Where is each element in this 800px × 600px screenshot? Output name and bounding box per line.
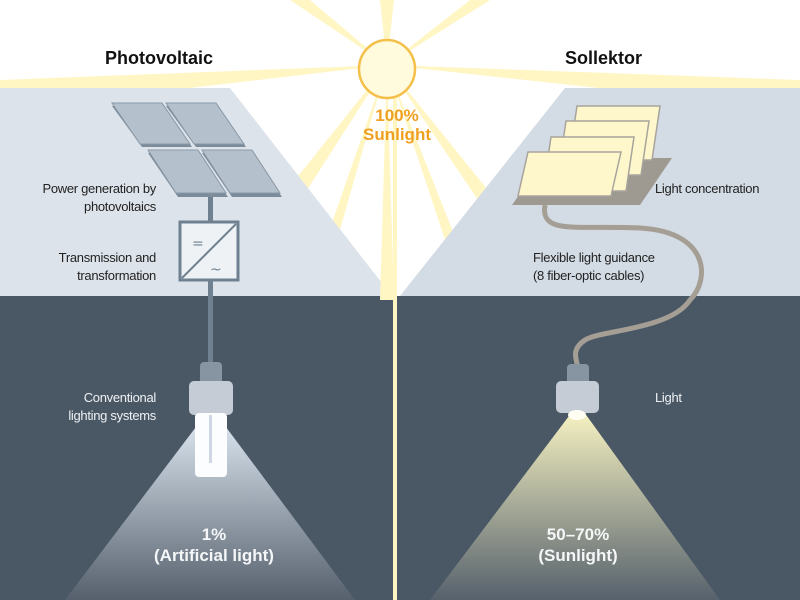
label-line: Conventional [83,390,157,405]
photovoltaic-title: Photovoltaic [105,48,214,68]
output-text: (Sunlight) [538,546,618,565]
photovoltaic-output: 1% (Artificial light) [104,524,324,566]
output-percent: 1% [201,525,227,544]
light-label: Light [655,390,682,405]
sunlight-label: 100% Sunlight [337,106,457,144]
sollektor-title: Sollektor [565,48,643,68]
label-line: lighting systems [68,408,156,423]
light-collector-icon [512,105,672,205]
output-text: (Artificial light) [154,546,274,565]
output-percent: 50–70% [546,525,610,544]
label-line: transformation [77,268,156,283]
cfl-bulb-icon [189,362,233,477]
fiber-optic-cable [542,204,704,369]
label-line: Power generation by [42,181,156,196]
label-line: photovoltaics [84,199,156,214]
sunlight-percent: 100% [375,106,419,125]
light-cone-left [65,415,355,600]
sun-icon [357,38,417,100]
sollektor-output: 50–70% (Sunlight) [468,524,688,566]
light-guidance-label: Flexible light guidance (8 fiber-optic c… [533,249,655,285]
sollektor-light-icon [556,364,599,420]
svg-text:=: = [192,236,204,252]
solar-panel-icon [111,102,282,197]
power-generation-label: Power generation by photovoltaics [0,180,156,216]
label-line: (8 fiber-optic cables) [533,268,645,283]
svg-text:~: ~ [210,262,222,278]
transmission-label: Transmission and transformation [0,249,157,285]
sunlight-text: Sunlight [363,125,431,144]
label-line: Transmission and [58,250,157,265]
divider-line [393,88,397,600]
light-cone-right [430,412,720,600]
label-line: Flexible light guidance [533,250,655,265]
inverter-icon: = ~ [178,220,240,282]
light-concentration-label: Light concentration [655,181,760,196]
conventional-lighting-label: Conventional lighting systems [0,389,156,425]
